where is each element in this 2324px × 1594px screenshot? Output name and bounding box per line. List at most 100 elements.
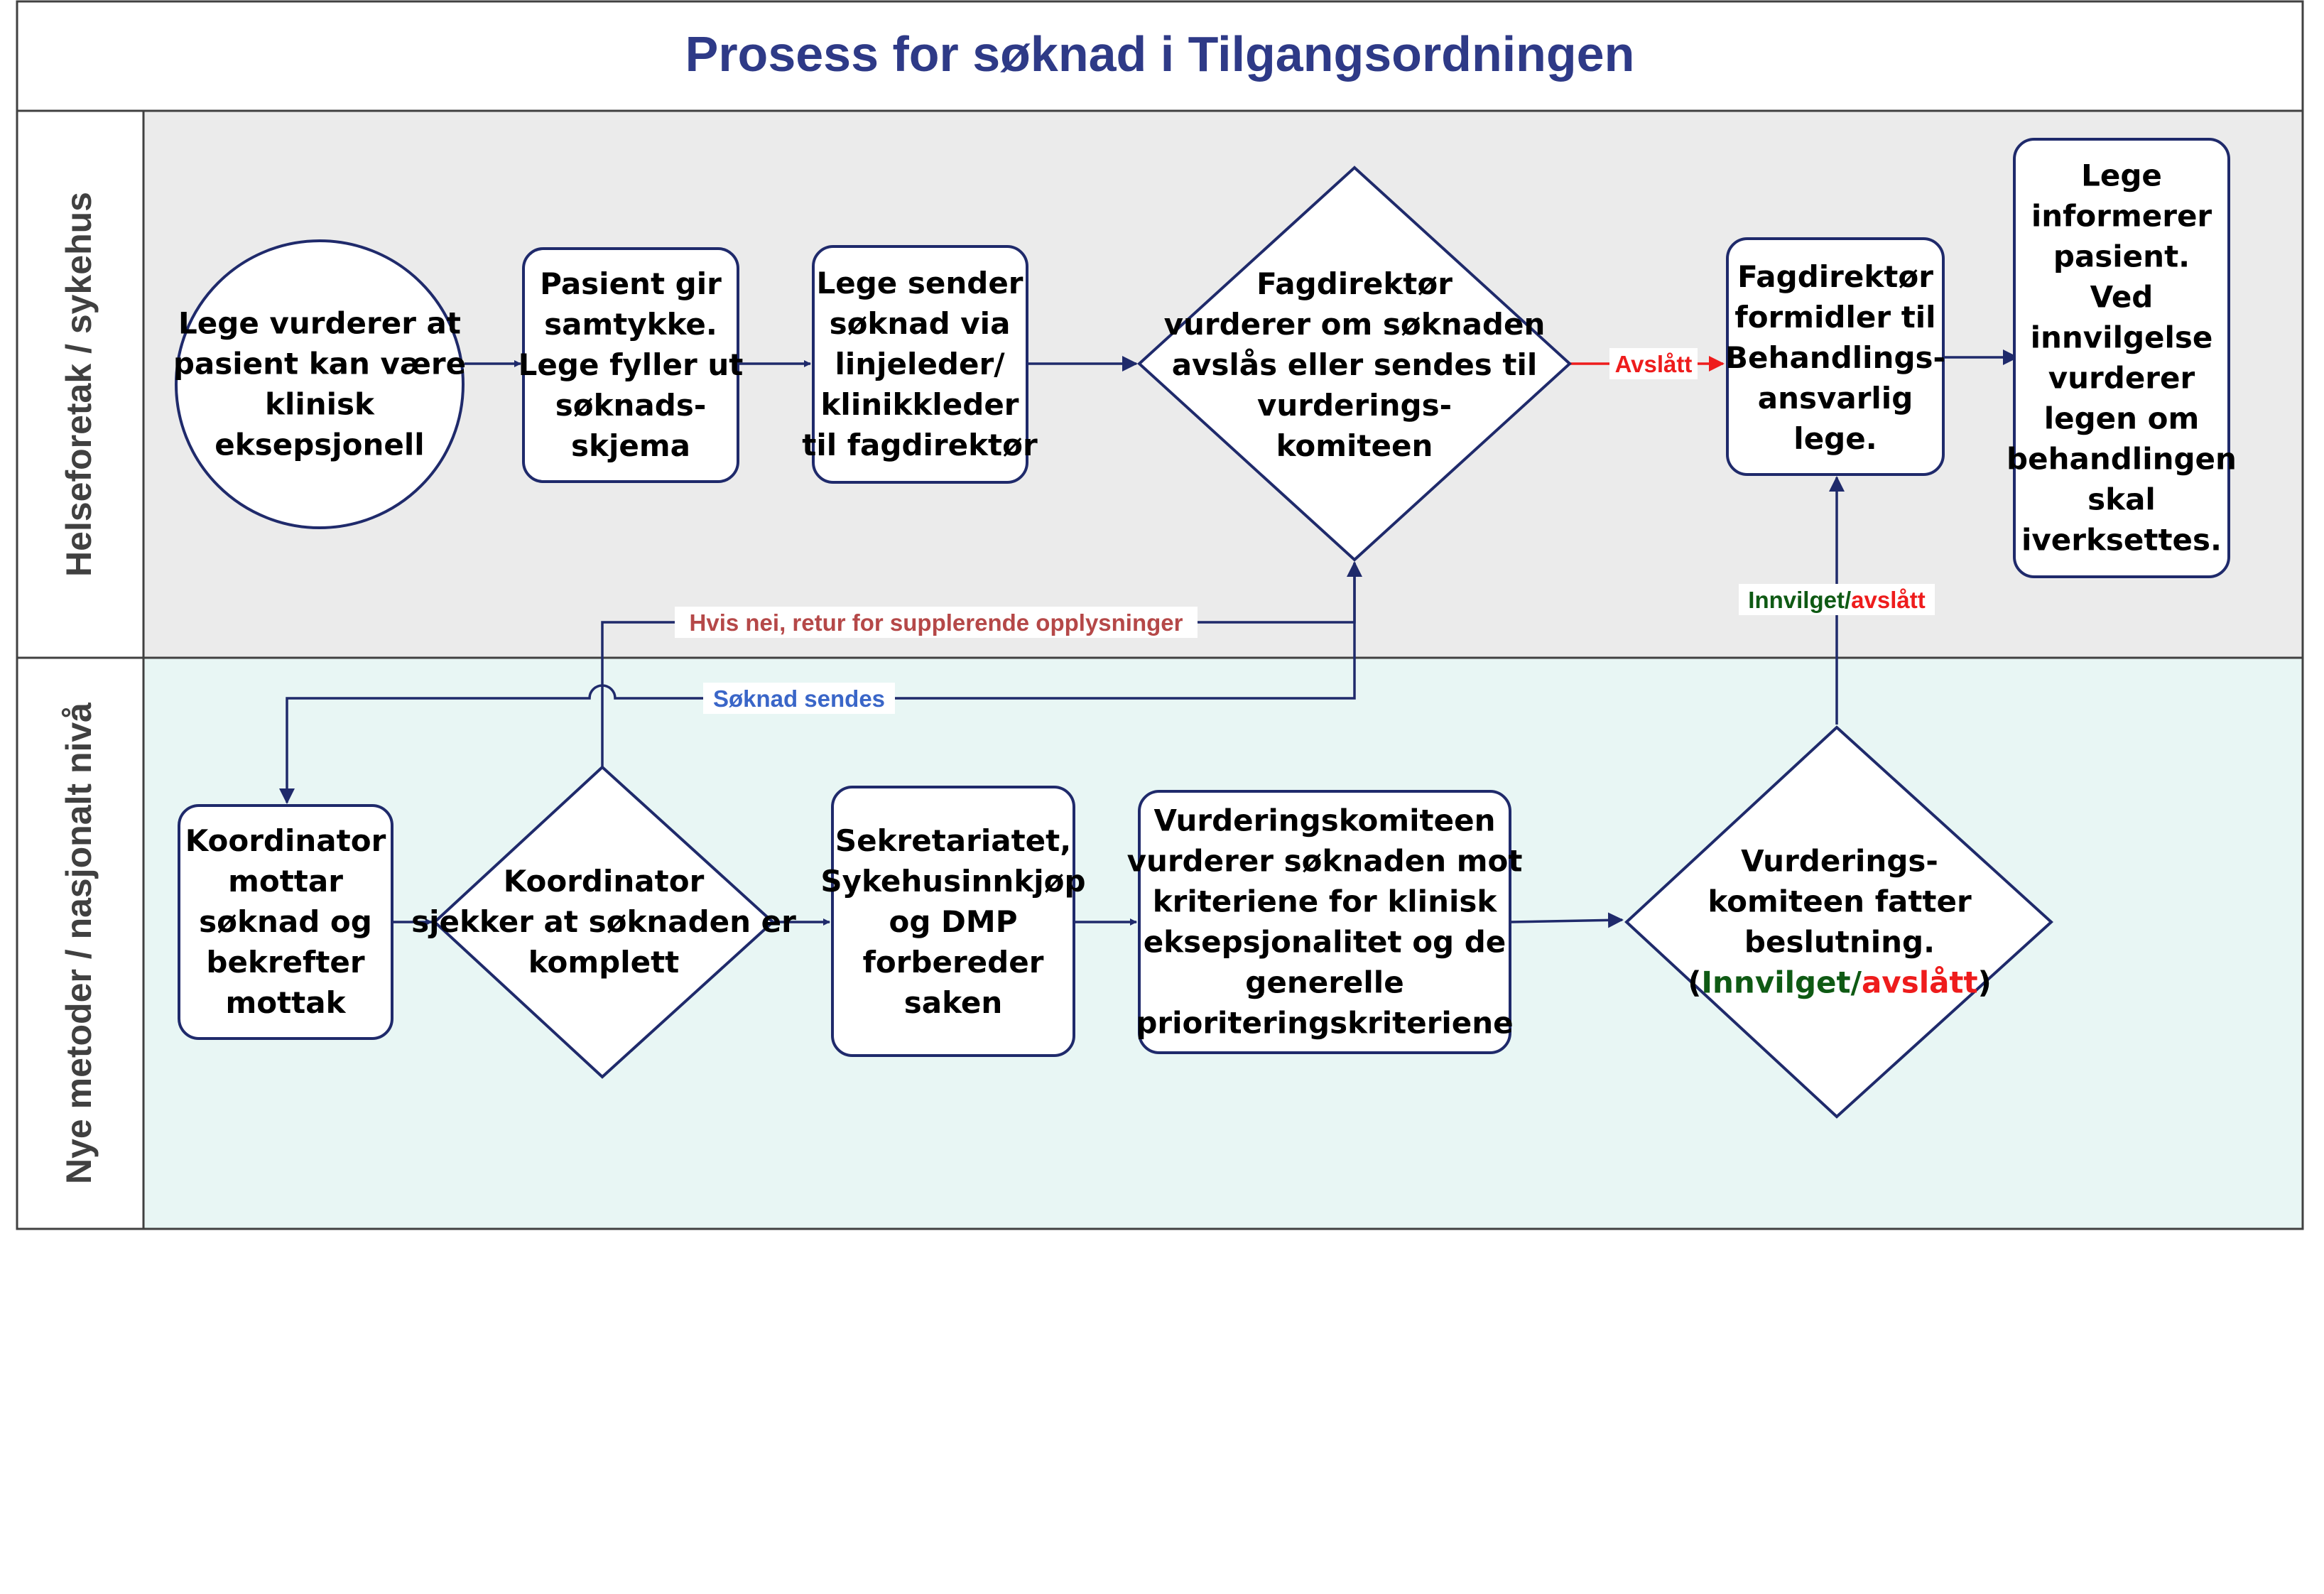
node-text-line: vurderer søknaden mot	[1127, 844, 1523, 879]
label-rejected-bg	[1609, 348, 1698, 379]
label-decision-sep: /	[1845, 587, 1851, 613]
node-text-line: pasient.	[2053, 239, 2190, 274]
lane-nasjonalt-header	[16, 656, 145, 1230]
node-text-line: pasient kan være	[173, 347, 466, 381]
node-send-application: Lege sender søknad via linjeleder/klinikkl…	[802, 245, 1038, 484]
decision-approved: Innvilget	[1701, 965, 1850, 1000]
node-text-line: lege.	[1793, 421, 1877, 456]
node-text-line: prioriteringskriteriene	[1136, 1006, 1513, 1041]
label-sent: Søknad sendes	[713, 685, 885, 712]
node-text-line: klinikkleder	[820, 387, 1019, 422]
node-text-line: komplett	[528, 945, 680, 980]
node-text-line: ansvarlig	[1758, 381, 1913, 416]
node-text-line: linjeleder/	[835, 347, 1005, 381]
node-text-line: mottar	[228, 864, 343, 899]
node-text-line: vurderer om søknaden	[1164, 307, 1546, 342]
node-text-line: samtykke.	[544, 307, 717, 342]
node-director-forward-shape	[1726, 237, 1945, 476]
lane-helseforetak-label: Helseforetak / sykehus	[59, 192, 99, 577]
label-return-bg	[675, 607, 1198, 638]
node-text-line: Vurderingskomiteen	[1153, 803, 1495, 838]
lane-nasjonalt-label: Nye metoder / nasjonalt nivå	[59, 703, 99, 1184]
node-text-line: legen om	[2044, 401, 2200, 436]
node-text-line: Ved	[2090, 280, 2154, 315]
label-decision-bg	[1739, 584, 1935, 615]
node-text-line: Fagdirektør	[1256, 266, 1452, 301]
node-text-line: beslutning.	[1744, 925, 1935, 960]
node-patient-consent-text: Pasient gir samtykke. Lege fyller ut søknad…	[518, 266, 744, 463]
node-text-line: Vurderings-	[1741, 844, 1938, 879]
node-text-line: Pasient gir	[540, 266, 722, 301]
label-decision-approved: Innvilget	[1748, 587, 1845, 613]
node-text-line: til fagdirektør	[802, 428, 1038, 462]
node-coordinator-check-text: Koordinator sjekker at søknaden er komplet…	[411, 864, 796, 980]
node-send-application-shape	[812, 245, 1028, 484]
node-text-line: kriteriene for klinisk	[1153, 884, 1498, 919]
node-text-line: sjekker at søknaden er	[411, 904, 796, 939]
node-start-shape	[175, 239, 465, 529]
node-text-line: komiteen	[1276, 428, 1433, 463]
label-return: Hvis nei, retur for supplerende opplysni…	[690, 609, 1183, 636]
node-coordinator-receive-shape	[178, 804, 393, 1040]
node-text-line: generelle	[1245, 965, 1403, 1000]
node-text-line: Sekretariatet,	[835, 823, 1071, 858]
node-coordinator-check: Koordinator sjekker at søknaden er komplet…	[411, 765, 796, 1079]
node-text-line: Lege	[2081, 158, 2162, 193]
edge-n4-n7-sent	[279, 568, 1356, 804]
node-text-line: og DMP	[889, 904, 1018, 939]
label-decision: Innvilget/avslått	[1748, 587, 1925, 613]
node-text-line: vurderings-	[1257, 388, 1452, 423]
node-text-line: Lege sender	[816, 266, 1023, 300]
node-patient-consent-shape	[522, 247, 739, 483]
diagram-title: Prosess for søknad i Tilgangsordningen	[685, 26, 1635, 82]
node-patient-consent: Pasient gir samtykke. Lege fyller ut søknad…	[518, 247, 744, 483]
node-coordinator-check-shape	[433, 765, 775, 1079]
node-committee-decision-shape	[1624, 725, 2053, 1119]
node-committee-assess: Vurderingskomiteen vurderer søknaden mot k…	[1127, 790, 1523, 1054]
node-text-line: eksepsjonell	[215, 428, 424, 462]
edges	[279, 349, 2019, 928]
node-text-line: søknad via	[830, 306, 1011, 341]
node-text-line: innvilgelse	[2031, 320, 2213, 355]
label-rejected: Avslått	[1615, 351, 1693, 377]
node-text-line: behandlingen	[2007, 442, 2237, 477]
node-secretariat-prepare-shape	[831, 786, 1075, 1057]
node-send-application-text: Lege sender søknad via linjeleder/klinikkl…	[802, 266, 1038, 462]
node-committee-assess-shape	[1138, 790, 1511, 1054]
label-sent-bg	[703, 683, 895, 714]
decision-close: )	[1978, 965, 1992, 1000]
node-inform-patient-shape	[2013, 138, 2230, 578]
decision-open: (	[1688, 965, 1701, 1000]
edge-n10-n11	[1509, 912, 1624, 928]
node-text-line: søknad og	[199, 904, 372, 939]
node-text-line: vurderer	[2048, 361, 2195, 396]
node-text-line: Koordinator	[185, 823, 386, 858]
label-decision-rejected: avslått	[1851, 587, 1926, 613]
edge-labels: Avslått Hvis nei, retur for supplerende …	[675, 348, 1935, 714]
node-text-line: Lege fyller ut	[518, 347, 744, 382]
node-director-assess-shape	[1137, 166, 1572, 562]
node-text-line: Behandlings-	[1725, 340, 1945, 375]
node-text-line: iverksettes.	[2021, 523, 2222, 558]
node-text-line: formidler til	[1734, 300, 1935, 335]
node-text-line: mottak	[225, 985, 346, 1020]
node-text-line: saken	[904, 985, 1003, 1020]
node-text-line: Koordinator	[504, 864, 705, 899]
node-text-line: Sykehusinnkjøp	[820, 864, 1085, 899]
node-text-line: søknads-	[555, 388, 707, 423]
node-text-line: eksepsjonalitet og de	[1144, 925, 1506, 960]
